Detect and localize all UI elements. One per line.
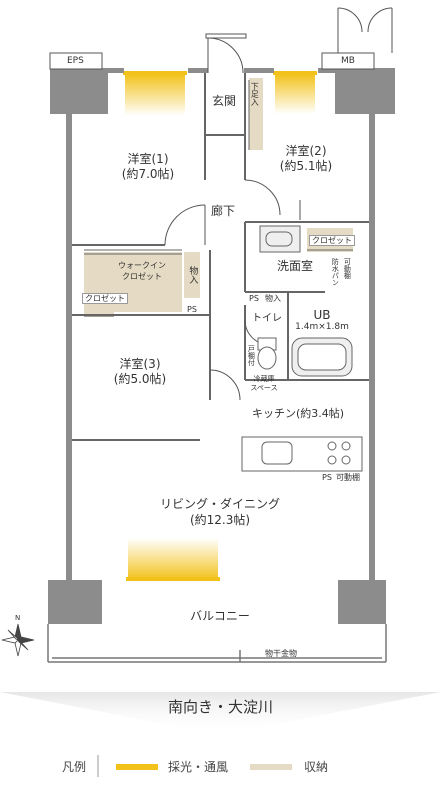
closet-left-label: クロゼット <box>82 293 128 305</box>
fridge-space-label-2: スペース <box>250 384 278 392</box>
shoe-closet-label: 下足入 <box>250 82 260 106</box>
laundry-fixture-label: 物干金物 <box>265 649 297 658</box>
storage-mono-iri <box>184 252 200 298</box>
room2-name: 洋室(2) <box>285 144 327 158</box>
ps-label-3: PS <box>322 473 332 482</box>
room1-name: 洋室(1) <box>127 152 169 166</box>
legend-title: 凡例 <box>62 760 87 774</box>
kitchen-counter <box>241 436 363 472</box>
legend-light-air: 採光・通風 <box>168 760 229 774</box>
ps-label-1: PS <box>187 305 197 314</box>
compass-icon <box>1 623 35 657</box>
mb-box <box>321 52 375 70</box>
light-glow-north-left <box>125 74 185 116</box>
window-south <box>126 577 220 581</box>
washroom-label: 洗面室 <box>277 259 314 273</box>
room3-size: (約5.0帖) <box>113 372 167 386</box>
storage-shoe-closet <box>249 78 263 150</box>
eps-box <box>49 52 103 70</box>
walkin-label-1: ウォークイン <box>118 261 166 270</box>
room3-name: 洋室(3) <box>119 357 161 371</box>
light-glow-north-right <box>275 74 315 114</box>
light-glow-south <box>128 538 218 580</box>
orientation-title: 南向き・大淀川 <box>167 698 273 716</box>
cabinet-door-shelf-label: 戸棚付 <box>247 345 256 366</box>
storage2-label: 物入 <box>265 294 281 303</box>
window-north-left <box>123 71 187 75</box>
interior-walls <box>72 73 369 441</box>
closet-r2-label: クロゼット <box>309 235 355 247</box>
kitchen-label: キッチン(約3.4帖) <box>252 407 345 420</box>
corridor-label: 廊下 <box>211 204 236 218</box>
eps-label: EPS <box>67 56 84 66</box>
toilet-label: トイレ <box>252 313 282 324</box>
mb-doors <box>337 7 393 53</box>
genkan-label: 玄関 <box>212 94 237 108</box>
room-doors <box>164 179 301 401</box>
structural-columns <box>48 68 395 624</box>
living-name: リビング・ダイニング <box>159 497 281 511</box>
movable-shelf-label: 可動棚 <box>336 473 360 482</box>
balcony-outline <box>47 624 387 663</box>
room1-size: (約7.0帖) <box>121 167 175 181</box>
legend-swatch-storage <box>250 764 292 770</box>
closet-doors <box>84 80 353 317</box>
waterproof-pan-label: 防水パン <box>331 258 340 286</box>
toilet-fixture <box>257 337 277 370</box>
walkin-label-2: クロゼット <box>122 272 162 281</box>
living-size: (約12.3帖) <box>189 513 251 527</box>
legend-storage: 収納 <box>304 760 329 774</box>
balcony-label: バルコニー <box>190 609 250 623</box>
orientation-arrow <box>0 692 441 735</box>
ps-label-2: PS <box>249 294 259 303</box>
entrance-door <box>205 33 247 74</box>
ub-size-label: 1.4m×1.8m <box>295 322 349 332</box>
ub-label: UB <box>313 308 331 322</box>
mb-label: MB <box>341 56 355 66</box>
window-north-right <box>273 71 317 75</box>
storage-label: 物入 <box>187 266 198 284</box>
fridge-space-label-1: 冷蔵庫 <box>253 375 275 383</box>
compass-n-label: N <box>15 614 21 622</box>
bathtub <box>291 337 353 377</box>
movable-shelf-vertical-label: 可動棚 <box>343 258 352 279</box>
room2-size: (約5.1帖) <box>279 159 333 173</box>
washbasin <box>259 225 301 253</box>
legend-swatch-light <box>116 764 158 770</box>
